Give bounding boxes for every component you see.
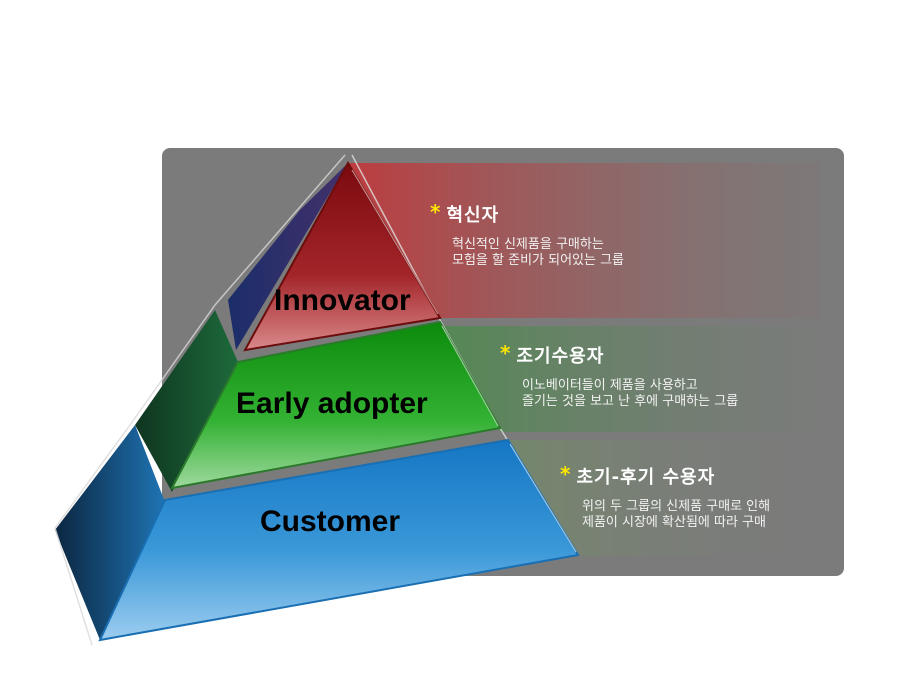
customer-info: *초기-후기 수용자 위의 두 그룹의 신제품 구매로 인해 제품이 시장에 확… — [560, 462, 770, 531]
innovator-band — [348, 163, 820, 318]
early-adopter-title: 조기수용자 — [516, 346, 605, 367]
innovator-desc-line1: 혁신적인 신제품을 구매하는 — [452, 237, 604, 252]
star-icon: * — [560, 462, 571, 486]
innovator-desc-line2: 모험을 할 준비가 되어있는 그룹 — [452, 253, 625, 268]
early-adopter-face — [170, 320, 502, 490]
customer-title: 초기-후기 수용자 — [576, 467, 716, 488]
customer-band — [508, 440, 820, 556]
customer-face — [98, 438, 580, 642]
customer-label: Customer — [260, 505, 401, 538]
early-adopter-desc-line1: 이노베이터들이 제품을 사용하고 — [522, 378, 698, 393]
star-icon: * — [500, 341, 511, 365]
innovator-title: 혁신자 — [446, 205, 500, 226]
innovator-side-face — [228, 163, 348, 350]
customer-side-face — [55, 425, 165, 640]
innovator-label: Innovator — [274, 284, 411, 317]
customer-highlight — [509, 443, 577, 553]
early-adopter-side-face — [135, 310, 238, 492]
innovator-info: *혁신자 혁신적인 신제품을 구매하는 모험을 할 준비가 되어있는 그룹 — [430, 200, 624, 269]
early-adopter-band — [440, 326, 820, 432]
early-adopter-desc-line2: 즐기는 것을 보고 난 후에 구매하는 그룹 — [522, 394, 739, 409]
customer-desc-line2: 제품이 시장에 확산됨에 따라 구매 — [582, 515, 766, 530]
innovator-highlight — [351, 169, 439, 315]
early-adopter-highlight — [441, 325, 499, 427]
glass-edge-left — [54, 154, 346, 646]
star-icon: * — [430, 200, 441, 224]
customer-desc-line1: 위의 두 그룹의 신제품 구매로 인해 — [582, 499, 771, 514]
early-adopter-label: Early adopter — [236, 387, 428, 420]
early-adopter-info: *조기수용자 이노베이터들이 제품을 사용하고 즐기는 것을 보고 난 후에 구… — [500, 341, 738, 410]
